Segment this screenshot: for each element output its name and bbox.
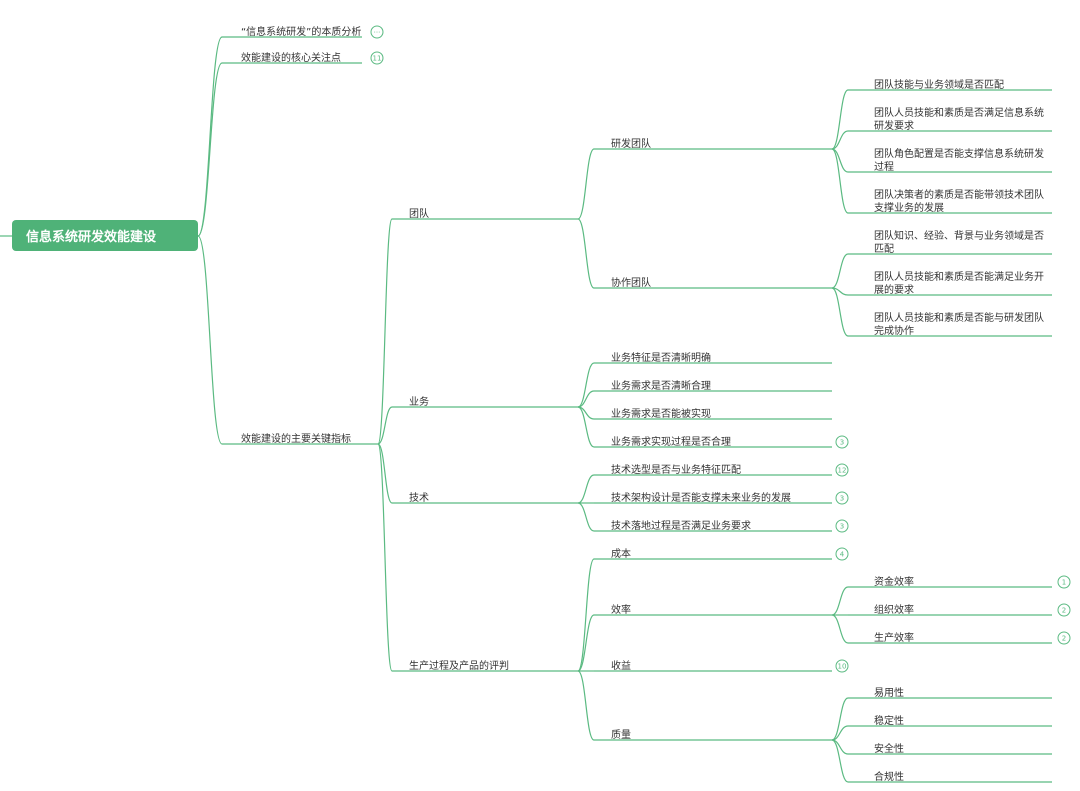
production-revenue-badge[interactable] bbox=[835, 659, 849, 673]
tech-branch-line bbox=[577, 502, 595, 532]
business-branch-line bbox=[577, 390, 595, 408]
tech-item-1[interactable]: 技术选型是否与业务特征匹配 bbox=[611, 463, 741, 476]
team-item-1-1[interactable]: 团队技能与业务领域是否匹配 bbox=[874, 78, 1004, 91]
team-item-1-4[interactable]: 团队决策者的素质是否能带领技术团队支撑业务的发展 bbox=[874, 188, 1044, 214]
level1-badge-2-count: 11 bbox=[373, 55, 382, 63]
category-branch-line bbox=[377, 406, 393, 445]
business-item-4[interactable]: 业务需求实现过程是否合理 bbox=[611, 435, 731, 448]
team-sub-branch-line bbox=[577, 148, 595, 220]
team-item-branch-line bbox=[831, 148, 849, 214]
production-cost-badge-count: 4 bbox=[840, 551, 845, 559]
tech-branch-line bbox=[577, 474, 595, 504]
level1-badge-1[interactable] bbox=[370, 25, 384, 39]
production-revenue-node[interactable]: 收益 bbox=[611, 659, 631, 672]
quality-item-3[interactable]: 安全性 bbox=[874, 742, 904, 755]
tech-item-3[interactable]: 技术落地过程是否满足业务要求 bbox=[611, 519, 751, 532]
tech-badge-3-count: 3 bbox=[840, 523, 844, 531]
team-sub-node-1[interactable]: 研发团队 bbox=[611, 137, 651, 150]
production-quality-node[interactable]: 质量 bbox=[611, 729, 631, 741]
category-branch-line bbox=[377, 218, 393, 445]
level1-branch-line bbox=[197, 235, 223, 445]
tech-badge-1-count: 12 bbox=[838, 467, 847, 475]
team-item-branch-line bbox=[831, 89, 849, 150]
tech-badge-3[interactable] bbox=[835, 519, 849, 533]
production-cost-node[interactable]: 成本 bbox=[611, 547, 631, 560]
category-branch-line bbox=[377, 443, 393, 672]
business-item-1[interactable]: 业务特征是否清晰明确 bbox=[611, 351, 711, 364]
category-node-3[interactable]: 技术 bbox=[409, 491, 429, 504]
production-efficiency-node[interactable]: 效率 bbox=[611, 603, 631, 616]
efficiency-badge-1-count: 1 bbox=[1062, 579, 1066, 587]
quality-item-2[interactable]: 稳定性 bbox=[874, 714, 904, 727]
quality-branch-line bbox=[831, 739, 849, 783]
team-item-2-1[interactable]: 团队知识、经验、背景与业务领域是否匹配 bbox=[874, 229, 1044, 255]
efficiency-badge-3-count: 2 bbox=[1062, 635, 1066, 643]
category-node-1[interactable]: 团队 bbox=[409, 207, 429, 220]
team-item-1-2[interactable]: 团队人员技能和素质是否满足信息系统研发要求 bbox=[874, 106, 1044, 132]
efficiency-badge-3[interactable] bbox=[1057, 631, 1071, 645]
level1-node-1[interactable]: “信息系统研发”的本质分析 bbox=[241, 25, 361, 38]
team-item-branch-line bbox=[831, 130, 849, 150]
team-item-branch-line bbox=[831, 253, 849, 289]
quality-branch-line bbox=[831, 697, 849, 741]
efficiency-branch-line bbox=[831, 586, 849, 616]
business-badge-4-count: 3 bbox=[840, 439, 844, 447]
category-node-2[interactable]: 业务 bbox=[409, 395, 429, 408]
level1-badge-1-count: ··· bbox=[374, 29, 381, 37]
category-branch-line bbox=[377, 443, 393, 504]
business-branch-line bbox=[577, 406, 595, 448]
business-branch-line bbox=[577, 362, 595, 408]
production-branch-line bbox=[577, 558, 595, 672]
root-label: 信息系统研发效能建设 bbox=[26, 229, 157, 245]
production-branch-line bbox=[577, 614, 595, 672]
quality-item-1[interactable]: 易用性 bbox=[874, 686, 904, 699]
production-revenue-badge-count: 10 bbox=[838, 663, 847, 671]
efficiency-item-1[interactable]: 资金效率 bbox=[874, 575, 914, 588]
team-item-branch-line bbox=[831, 287, 849, 337]
level1-branch-line bbox=[197, 36, 223, 237]
efficiency-badge-2-count: 2 bbox=[1062, 607, 1066, 615]
team-sub-branch-line bbox=[577, 218, 595, 289]
business-item-2[interactable]: 业务需求是否清晰合理 bbox=[611, 379, 711, 392]
efficiency-item-2[interactable]: 组织效率 bbox=[874, 603, 914, 616]
tech-badge-2[interactable] bbox=[835, 491, 849, 505]
efficiency-branch-line bbox=[831, 614, 849, 644]
business-item-3[interactable]: 业务需求是否能被实现 bbox=[611, 407, 711, 420]
team-sub-node-2[interactable]: 协作团队 bbox=[611, 276, 651, 289]
efficiency-badge-1[interactable] bbox=[1057, 575, 1071, 589]
quality-item-4[interactable]: 合规性 bbox=[874, 770, 904, 783]
team-item-1-3[interactable]: 团队角色配置是否能支撑信息系统研发过程 bbox=[874, 147, 1044, 173]
tech-item-2[interactable]: 技术架构设计是否能支撑未来业务的发展 bbox=[611, 491, 791, 504]
team-item-2-3[interactable]: 团队人员技能和素质是否能与研发团队完成协作 bbox=[874, 311, 1044, 337]
level1-node-3[interactable]: 效能建设的主要关键指标 bbox=[241, 432, 351, 445]
level1-node-2[interactable]: 效能建设的核心关注点 bbox=[241, 51, 341, 64]
team-item-2-2[interactable]: 团队人员技能和素质是否能满足业务开展的要求 bbox=[874, 270, 1044, 296]
business-badge-4[interactable] bbox=[835, 435, 849, 449]
quality-branch-line bbox=[831, 725, 849, 741]
production-branch-line bbox=[577, 670, 595, 741]
level1-branch-line bbox=[197, 62, 223, 237]
root-node[interactable] bbox=[12, 220, 198, 251]
efficiency-item-3[interactable]: 生产效率 bbox=[874, 631, 914, 644]
level1-badge-2[interactable] bbox=[370, 51, 384, 65]
efficiency-badge-2[interactable] bbox=[1057, 603, 1071, 617]
category-node-4[interactable]: 生产过程及产品的评判 bbox=[409, 659, 509, 672]
production-cost-badge[interactable] bbox=[835, 547, 849, 561]
tech-badge-1[interactable] bbox=[835, 463, 849, 477]
tech-badge-2-count: 3 bbox=[840, 495, 844, 503]
